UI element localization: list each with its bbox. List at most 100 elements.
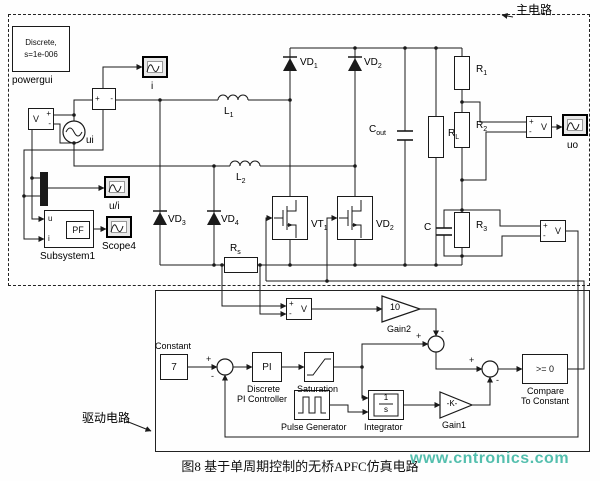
current-meter-minus: - [110,94,113,103]
vm-src-v: V [33,114,40,124]
l2-label: L2 [236,172,246,185]
subsystem1-block[interactable]: u i PF [44,210,94,248]
current-meter-plus: + [95,94,100,103]
diode-vd3-symbol[interactable] [153,210,167,225]
r3-resistor[interactable] [454,212,470,248]
r3-label: R3 [476,220,488,233]
rs-resistor[interactable] [224,257,258,273]
powergui-line2: s=1e-006 [24,50,58,59]
vm-uo-minus: - [529,127,532,136]
sum-junction-compare[interactable] [481,360,499,378]
capacitor-cout-symbol[interactable] [397,130,413,141]
drive-circuit-boundary [155,290,590,452]
integrator-num: 1 [383,393,389,402]
subsystem-in-u: u [48,214,53,223]
scope-uo-screen [567,119,583,131]
annotation-arrows [125,13,514,432]
powergui-line1: Discrete, [25,38,57,47]
r1-resistor[interactable] [454,56,470,90]
sum-junction-reference[interactable] [216,358,234,376]
saturation-block[interactable] [304,352,334,382]
gain2-value: 10 [389,302,400,312]
scope-uo[interactable] [562,114,588,136]
powergui-block[interactable]: Discrete, s=1e-006 [12,26,70,72]
voltage-meter-current-sense[interactable]: + - V [286,298,312,320]
vd1-label: VD1 [300,57,318,70]
main-circuit-annotation: 主电路 [516,3,553,17]
subsystem-pf-box: PF [66,221,90,239]
sum-ref-plus: + [206,354,212,364]
current-meter-block[interactable]: + - [92,88,116,110]
main-circuit-arrow [501,13,514,19]
mux[interactable] [40,172,48,206]
diode-vd1-symbol[interactable] [283,56,297,71]
gain1-value: -K- [446,399,458,408]
inductor-l2-symbol [229,160,261,167]
vm-out-v: V [554,226,561,236]
power-wires [54,47,540,266]
vt2-label: VD2 [376,219,394,232]
integrator-label: Integrator [364,422,403,432]
diode-vd4-symbol[interactable] [207,210,221,225]
scope4[interactable] [106,216,132,238]
constant-block[interactable]: 7 [160,354,188,380]
scope-ui[interactable] [104,176,130,198]
vm-uo-plus: + [529,117,534,126]
scope-uo-label: uo [567,140,579,151]
sum-junction-current[interactable] [427,335,445,353]
vt1-label: VT1 [311,219,328,232]
scope4-label: Scope4 [102,241,136,252]
r2-resistor[interactable] [454,112,470,148]
vm-out-minus: - [543,231,546,240]
vd3-label: VD3 [168,214,186,227]
scope-i-screen [147,61,163,73]
drive-circuit-arrow [125,420,152,432]
vm-out-plus: + [543,221,548,230]
vd4-label: VD4 [221,214,239,227]
r1-label: R1 [476,64,488,77]
inductor-l1-symbol [217,94,249,101]
vm-ctl-minus: - [289,309,292,318]
scope-ui-label: u/i [109,201,120,212]
source-label: ui [86,135,94,146]
vt2-mosfet-block[interactable] [337,196,373,240]
watermark: www.cntronics.com [410,450,570,467]
main-circuit-boundary [8,14,590,286]
gain1-triangle[interactable] [439,391,474,419]
scope-i-label: i [151,81,154,92]
compare-label-line1: Compare [527,386,565,396]
sum-cmp-plus: + [469,355,475,365]
rl-resistor[interactable] [428,116,444,158]
voltage-meter-source[interactable]: + - V [28,108,54,130]
compare-block[interactable]: >= 0 [522,354,568,384]
drive-circuit-annotation: 驱动电路 [82,411,131,425]
junction-dots [22,46,464,369]
vm-src-plus: + [46,109,51,118]
vm-src-minus: - [48,119,51,128]
diode-vd2-symbol[interactable] [348,56,362,71]
powergui-label: powergui [12,75,53,86]
scope-i[interactable] [142,56,168,78]
sum-cur-minus: - [441,326,444,336]
vm-ctl-plus: + [289,299,294,308]
integrator-den: s [384,405,388,414]
gain1-label: Gain1 [442,420,467,430]
pi-controller-block[interactable]: PI [252,352,282,382]
saturation-label: Saturation [297,384,339,394]
signal-wires [23,64,585,438]
voltage-meter-uo[interactable]: + - V [526,116,552,138]
voltage-meter-output-sense[interactable]: + - V [540,220,566,242]
sum-ref-minus: - [211,371,214,381]
capacitor-c-symbol[interactable] [436,227,452,236]
constant-label: Constant [155,341,192,351]
vt1-mosfet-block[interactable] [272,196,308,240]
sum-cmp-minus: - [496,375,499,385]
vm-uo-v: V [540,122,547,132]
sum-cur-plus: + [416,331,422,341]
compare-label-line2: To Constant [521,396,570,406]
gain2-triangle[interactable] [381,295,422,323]
pi-label-line1: Discrete [247,384,281,394]
gain2-label: Gain2 [387,324,412,334]
